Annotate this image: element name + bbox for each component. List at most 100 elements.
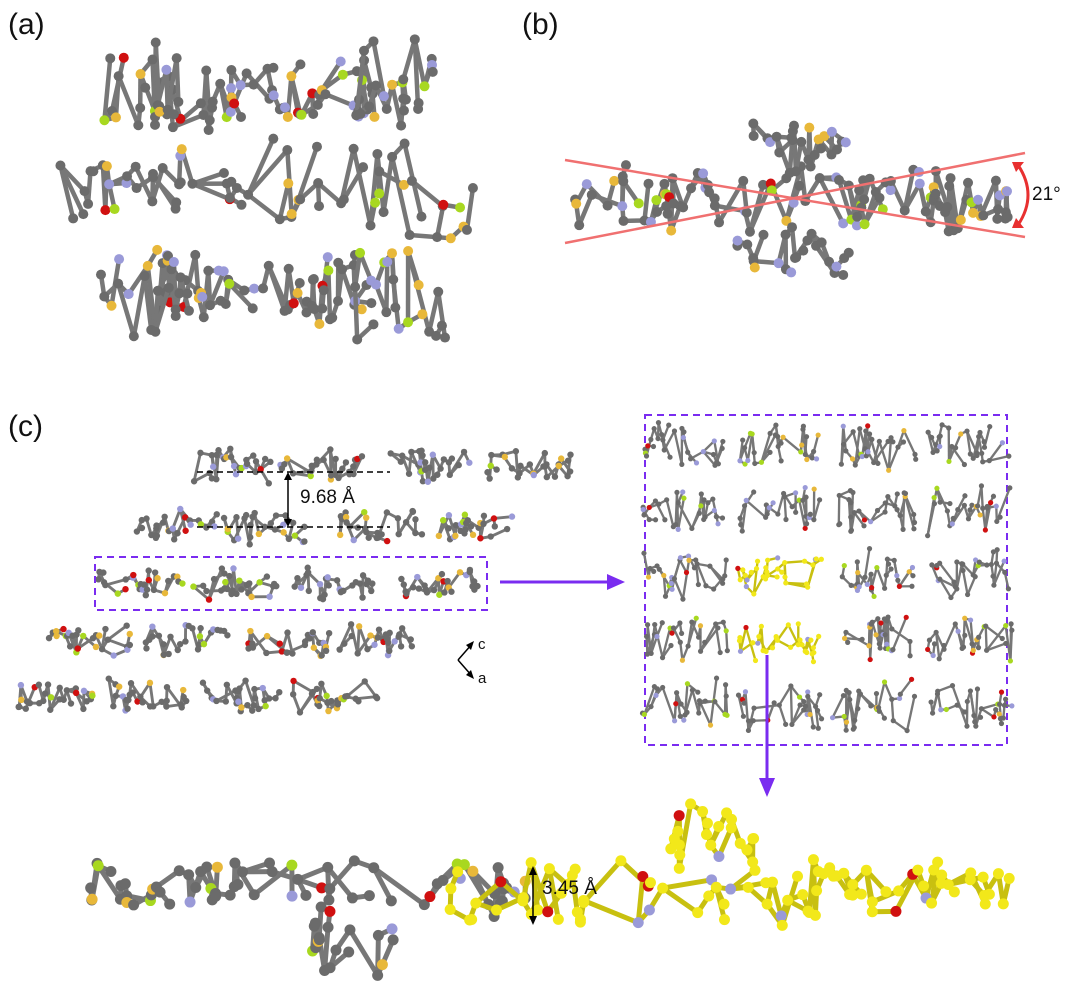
atom — [448, 455, 456, 462]
atom — [852, 462, 858, 468]
atom — [815, 432, 821, 438]
atom — [135, 102, 146, 113]
atom — [831, 261, 842, 272]
atom — [222, 698, 230, 705]
atom — [677, 620, 683, 626]
atom — [874, 507, 881, 514]
atom — [336, 531, 344, 539]
atom — [315, 901, 327, 913]
bond — [770, 881, 784, 917]
atom — [974, 452, 980, 459]
atom — [327, 312, 338, 323]
atom — [561, 878, 573, 890]
atom — [926, 637, 933, 643]
atom — [160, 641, 167, 648]
bond — [937, 684, 953, 693]
atom — [688, 456, 694, 462]
atom — [754, 558, 761, 564]
atom — [750, 718, 756, 724]
atom — [797, 889, 809, 901]
atom — [937, 433, 943, 439]
atom — [954, 702, 960, 708]
atom — [151, 569, 159, 576]
atom — [654, 686, 661, 692]
atom — [888, 435, 894, 441]
atom — [863, 453, 869, 459]
atom — [470, 897, 482, 909]
bond — [750, 433, 756, 464]
bond — [347, 928, 380, 977]
atom — [697, 648, 704, 654]
atom — [236, 199, 247, 210]
atom — [173, 865, 185, 877]
atom — [324, 883, 336, 895]
atom — [250, 702, 257, 709]
atom — [218, 565, 226, 572]
bond — [356, 626, 361, 654]
arrow-head-icon — [1012, 218, 1024, 228]
atom — [397, 643, 405, 650]
atom — [722, 682, 729, 688]
atom — [673, 701, 679, 707]
atom — [912, 864, 924, 876]
atom — [651, 568, 657, 575]
atom — [737, 577, 743, 583]
atom — [717, 649, 723, 656]
atom — [356, 304, 367, 315]
atom — [709, 193, 720, 204]
atom — [776, 919, 788, 931]
atom — [804, 521, 810, 527]
atom — [309, 304, 320, 315]
atom — [1008, 621, 1014, 627]
atom — [466, 459, 473, 466]
atom — [810, 645, 816, 651]
bond — [737, 694, 745, 717]
atom — [115, 683, 123, 690]
atom — [197, 521, 205, 528]
atom — [929, 434, 935, 441]
atom — [978, 706, 985, 712]
atom — [268, 90, 279, 101]
atom — [236, 685, 243, 692]
bond — [292, 679, 314, 694]
atom — [907, 653, 913, 659]
atom — [239, 285, 250, 296]
atom — [807, 711, 813, 718]
bond — [812, 499, 821, 520]
bond — [934, 632, 941, 659]
atom — [152, 244, 163, 255]
atom — [713, 675, 720, 681]
bond — [902, 430, 917, 455]
atom — [848, 527, 855, 533]
bond — [679, 642, 684, 661]
bond — [410, 179, 445, 208]
atom — [431, 330, 442, 341]
atom — [291, 583, 298, 590]
atom — [764, 572, 771, 579]
atom — [645, 574, 652, 580]
atom — [683, 569, 690, 576]
atom — [307, 472, 314, 480]
atom — [737, 458, 743, 464]
atom — [802, 484, 808, 491]
atom — [934, 485, 940, 491]
atom — [637, 870, 649, 882]
atom — [282, 145, 293, 156]
atom — [320, 456, 327, 464]
bond — [174, 58, 181, 102]
atom — [56, 684, 63, 692]
bond — [961, 570, 969, 595]
atom — [467, 183, 478, 194]
atom — [890, 905, 902, 917]
atom — [824, 862, 836, 874]
atom — [662, 208, 673, 219]
bond — [978, 179, 998, 217]
atom — [697, 700, 703, 706]
atom — [122, 171, 133, 182]
atom — [424, 891, 436, 903]
atom — [868, 571, 874, 577]
bond — [977, 436, 983, 454]
atom — [990, 175, 1001, 186]
atom — [775, 511, 781, 517]
atom — [748, 130, 759, 141]
